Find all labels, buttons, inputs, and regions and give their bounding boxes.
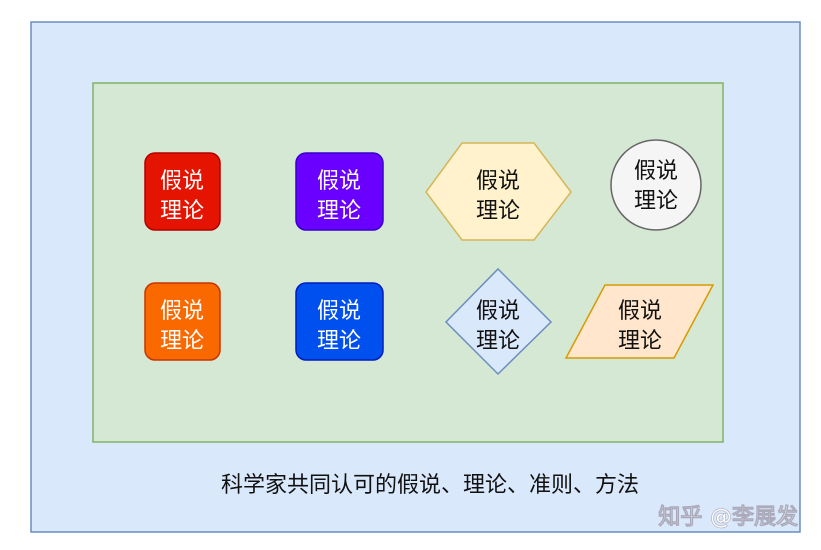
- shape-blue-diamond: 假说 理论: [444, 267, 553, 376]
- shape-label-line2: 理论: [634, 189, 678, 214]
- shape-label-line1: 假说: [476, 299, 520, 324]
- shape-label-line2: 理论: [160, 329, 204, 354]
- shape-label-line2: 理论: [317, 329, 361, 354]
- shape-label-line1: 假说: [160, 169, 204, 194]
- shape-label-line1: 假说: [317, 169, 361, 194]
- shape-red-rounded-rect: 假说 理论: [144, 152, 221, 231]
- shape-gray-circle: 假说 理论: [610, 139, 702, 231]
- shape-label-line2: 理论: [476, 199, 520, 224]
- shape-label-line1: 假说: [618, 299, 662, 324]
- inner-container: [92, 82, 724, 443]
- shape-blue-rounded-rect: 假说 理论: [295, 282, 384, 361]
- shape-yellow-hexagon: 假说 理论: [425, 142, 572, 241]
- shape-label-line1: 假说: [317, 299, 361, 324]
- shape-purple-rounded-rect: 假说 理论: [295, 152, 384, 231]
- shape-label-line2: 理论: [160, 199, 204, 224]
- shape-label-line1: 假说: [160, 299, 204, 324]
- shape-label-line2: 理论: [618, 329, 662, 354]
- shape-orange-rounded-rect: 假说 理论: [144, 282, 221, 361]
- shape-label-line1: 假说: [634, 159, 678, 184]
- diagram-caption: 科学家共同认可的假说、理论、准则、方法: [221, 473, 639, 498]
- watermark: 知乎 @李展发: [658, 504, 799, 530]
- shape-label-line2: 理论: [476, 329, 520, 354]
- shape-peach-parallelogram: 假说 理论: [564, 284, 715, 359]
- shape-label-line1: 假说: [476, 169, 520, 194]
- shape-label-line2: 理论: [317, 199, 361, 224]
